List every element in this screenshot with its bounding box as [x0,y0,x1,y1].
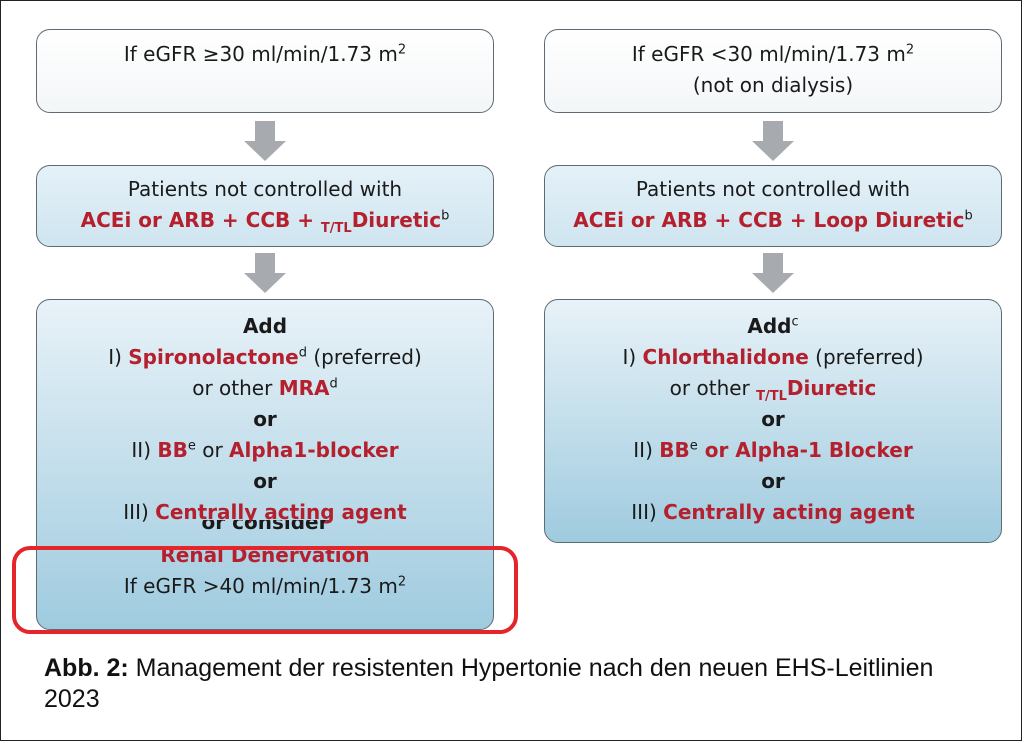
left-add-box: Add I) Spironolactoned (preferred) or ot… [36,299,494,630]
left-option-i-alt: or other MRAd [192,376,338,400]
renal-denervation-condition: If eGFR >40 ml/min/1.73 m2 [123,574,407,598]
right-not-controlled-text: Patients not controlled with [635,177,911,201]
right-condition-text: If eGFR <30 ml/min/1.73 m [631,42,906,66]
left-option-i: I) Spironolactoned (preferred) [108,345,422,369]
right-add-box: Addc I) Chlorthalidone (preferred) or ot… [544,299,1002,543]
right-option-i-alt: or other T/TLDiuretic [669,376,877,404]
left-not-controlled-box: Patients not controlled with ACEi or ARB… [36,165,494,247]
left-or-2: or [253,469,277,493]
figure-caption: Abb. 2: Management der resistenten Hyper… [44,653,984,715]
right-not-controlled-box: Patients not controlled with ACEi or ARB… [544,165,1002,247]
right-condition-subtext: (not on dialysis) [692,73,854,97]
arrow-down-icon [752,253,794,295]
left-option-ii: II) BBe or Alpha1-blocker [131,438,399,462]
arrow-down-icon [244,121,286,163]
left-add-heading: Add [242,314,288,338]
left-not-controlled-text: Patients not controlled with [127,177,403,201]
right-option-iii: III) Centrally acting agent [631,500,915,524]
caption-label: Abb. 2: [44,654,129,682]
arrow-down-icon [244,253,286,295]
left-condition-box: If eGFR ≥30 ml/min/1.73 m2 [36,29,494,113]
left-or-consider-clipped: or consider [201,520,329,532]
right-add-heading: Addc [747,314,799,338]
left-or-1: or [253,407,277,431]
right-condition-box: If eGFR <30 ml/min/1.73 m2 (not on dialy… [544,29,1002,113]
right-option-ii: II) BBe or Alpha-1 Blocker [633,438,913,462]
left-condition-text: If eGFR ≥30 ml/min/1.73 m [123,42,398,66]
arrow-down-icon [752,121,794,163]
right-or-2: or [761,469,785,493]
left-option-iii: III) Centrally acting agent [123,500,407,524]
caption-text: Management der resistenten Hypertonie na… [44,654,934,713]
right-option-i: I) Chlorthalidone (preferred) [622,345,924,369]
renal-denervation-highlight [12,546,518,634]
right-or-1: or [761,407,785,431]
